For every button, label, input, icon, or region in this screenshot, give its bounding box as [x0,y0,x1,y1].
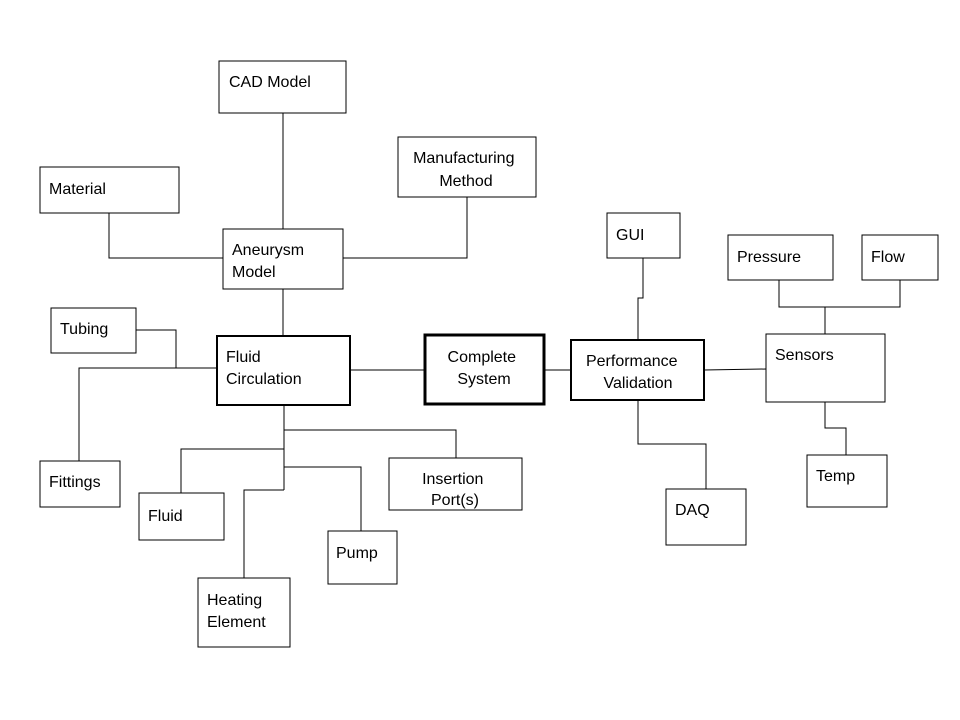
node-label: Fluid Circulation [226,349,302,388]
node-temp: Temp [806,454,888,508]
edge-fluid-circulation-fluid [180,448,284,493]
node-heating-element: Heating Element [197,577,291,648]
edge-performance-validation-gui [637,258,644,340]
node-fittings: Fittings [39,460,121,508]
edge-sensors-temp [824,402,847,455]
node-label: Manufacturing Method [413,150,519,190]
node-label: Heating Element [207,592,267,631]
edge-fluid-circulation-pump [284,466,362,531]
edge-sensors-pressure-flow [778,280,826,334]
node-pump: Pump [327,530,398,585]
node-aneurysm-model: Aneurysm Model [222,228,344,290]
node-label: Fluid [148,508,183,525]
node-insertion-ports: Insertion Port(s) [388,457,523,511]
edge-fluid-circulation-insertion-ports [284,429,457,458]
node-label: GUI [616,227,644,244]
node-fluid-circulation: Fluid Circulation [216,335,351,406]
edge-sensors-flow [825,280,901,308]
node-label: Tubing [60,321,108,338]
edge-material-aneurysm-model [108,213,223,259]
edge-tubing-fluid-circulation [136,329,177,368]
connectors [78,113,901,578]
node-sensors: Sensors [765,333,886,403]
node-material: Material [39,166,180,214]
node-label: Temp [816,468,855,485]
node-label: Pressure [737,249,801,266]
node-manufacturing-method: Manufacturing Method [397,136,537,198]
node-label: Pump [336,545,378,562]
node-label: Sensors [775,347,834,364]
node-fluid: Fluid [138,492,225,541]
node-complete-system: Complete System [423,333,546,406]
node-tubing: Tubing [50,307,137,354]
node-performance-validation: Performance Validation [570,339,705,401]
node-label: Fittings [49,474,101,491]
node-label: Material [49,181,106,198]
node-flow: Flow [861,234,939,281]
edge-manufacturing-method-aneurysm-model [343,197,468,259]
node-pressure: Pressure [727,234,834,281]
node-label: CAD Model [229,74,311,91]
node-label: Aneurysm Model [232,242,308,281]
node-cad-model: CAD Model [218,60,347,114]
node-label: Insertion Port(s) [422,471,488,509]
node-gui: GUI [606,212,681,259]
node-daq: DAQ [665,488,747,546]
edge-fluid-circulation-heating-element [243,489,284,578]
node-label: Flow [871,249,905,266]
node-label: Performance Validation [586,353,682,392]
edge-fittings-fluid-circulation [78,367,217,461]
edge-performance-validation-daq [637,400,707,489]
node-label: DAQ [675,502,710,519]
edge-performance-validation-sensors [703,368,767,371]
node-label: Complete System [448,349,521,388]
